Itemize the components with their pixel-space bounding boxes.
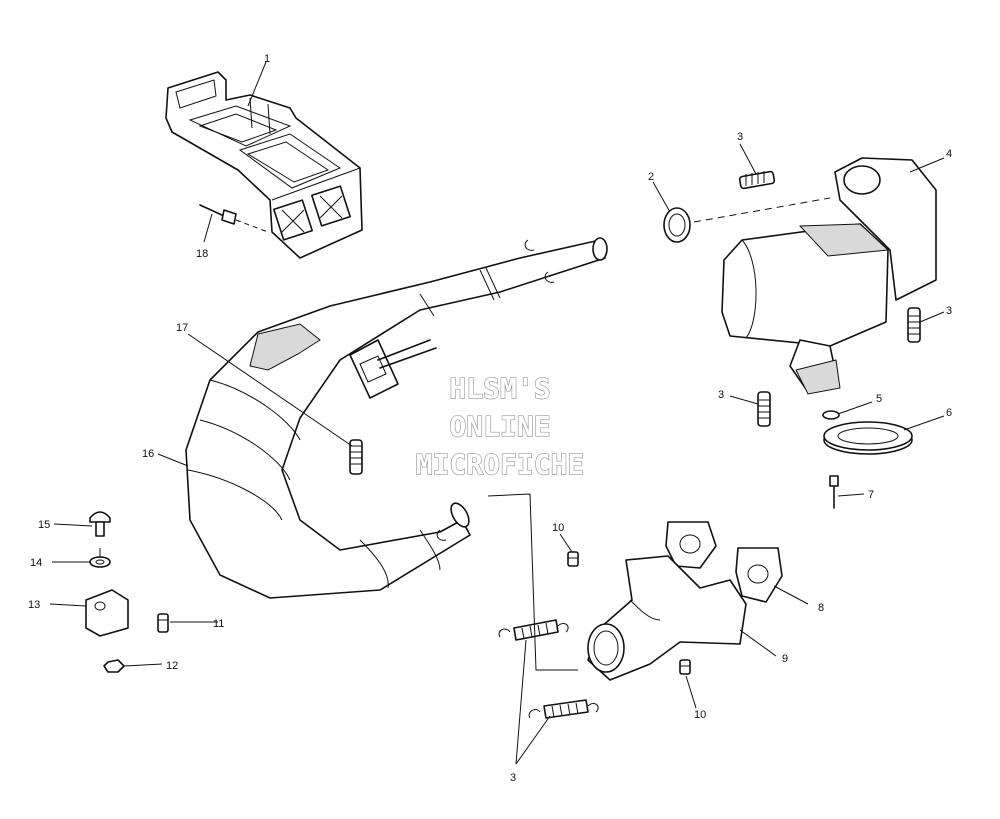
watermark-line-3: MICROFICHE [416, 448, 585, 481]
callout-17: 17 [176, 322, 188, 334]
callout-10-upper: 10 [552, 522, 564, 534]
callout-6: 6 [946, 407, 952, 419]
exhaust-manifold [587, 555, 747, 681]
washer-5 [822, 410, 840, 420]
spring-upper [738, 170, 776, 190]
spring-right [907, 307, 921, 343]
pin-7 [829, 475, 839, 509]
washer-14 [89, 556, 111, 568]
callout-4: 4 [946, 148, 952, 160]
gaskets [665, 521, 783, 603]
spring-17 [349, 439, 363, 475]
callout-14: 14 [30, 557, 42, 569]
callout-2: 2 [648, 171, 654, 183]
leader-lines [49, 61, 945, 765]
watermark: HLSM'S ONLINE MICROFICHE [415, 371, 585, 481]
grommet [823, 421, 913, 455]
bolt-10a [567, 551, 579, 567]
callout-11: 11 [213, 618, 224, 630]
callout-15: 15 [38, 519, 50, 531]
group-bracket-line [487, 493, 578, 671]
callout-labels: 1 2 3 4 3 3 5 6 7 8 9 10 10 11 12 13 14 … [28, 53, 952, 784]
expansion-chamber [185, 237, 608, 599]
callout-7: 7 [868, 489, 874, 501]
bracket-13 [85, 589, 129, 637]
callout-1: 1 [264, 53, 270, 65]
spring-lower-2 [528, 699, 599, 719]
mounting-bracket [165, 71, 363, 259]
callout-13: 13 [28, 599, 40, 611]
spring-lower-1 [498, 619, 569, 641]
spring-mid [757, 391, 771, 427]
callout-16: 16 [142, 448, 154, 460]
callout-5: 5 [876, 393, 882, 405]
watermark-line-2: ONLINE [449, 410, 550, 443]
callout-10-lower: 10 [694, 709, 706, 721]
callout-3-right: 3 [946, 305, 952, 317]
callout-9: 9 [782, 653, 788, 665]
muffler [721, 157, 937, 395]
ring-seal [663, 197, 831, 243]
callout-3-upper: 3 [737, 131, 743, 143]
nut-12 [103, 659, 125, 673]
callout-12: 12 [166, 660, 178, 672]
bolt-11 [157, 613, 169, 633]
callout-3-mid: 3 [718, 389, 724, 401]
bolt-10b [679, 659, 691, 675]
callout-3-lower: 3 [510, 772, 516, 784]
watermark-line-1: HLSM'S [449, 372, 550, 405]
bolt-15 [89, 511, 111, 537]
callout-8: 8 [818, 602, 824, 614]
stud-bolt [199, 204, 269, 233]
callout-18: 18 [196, 248, 208, 260]
